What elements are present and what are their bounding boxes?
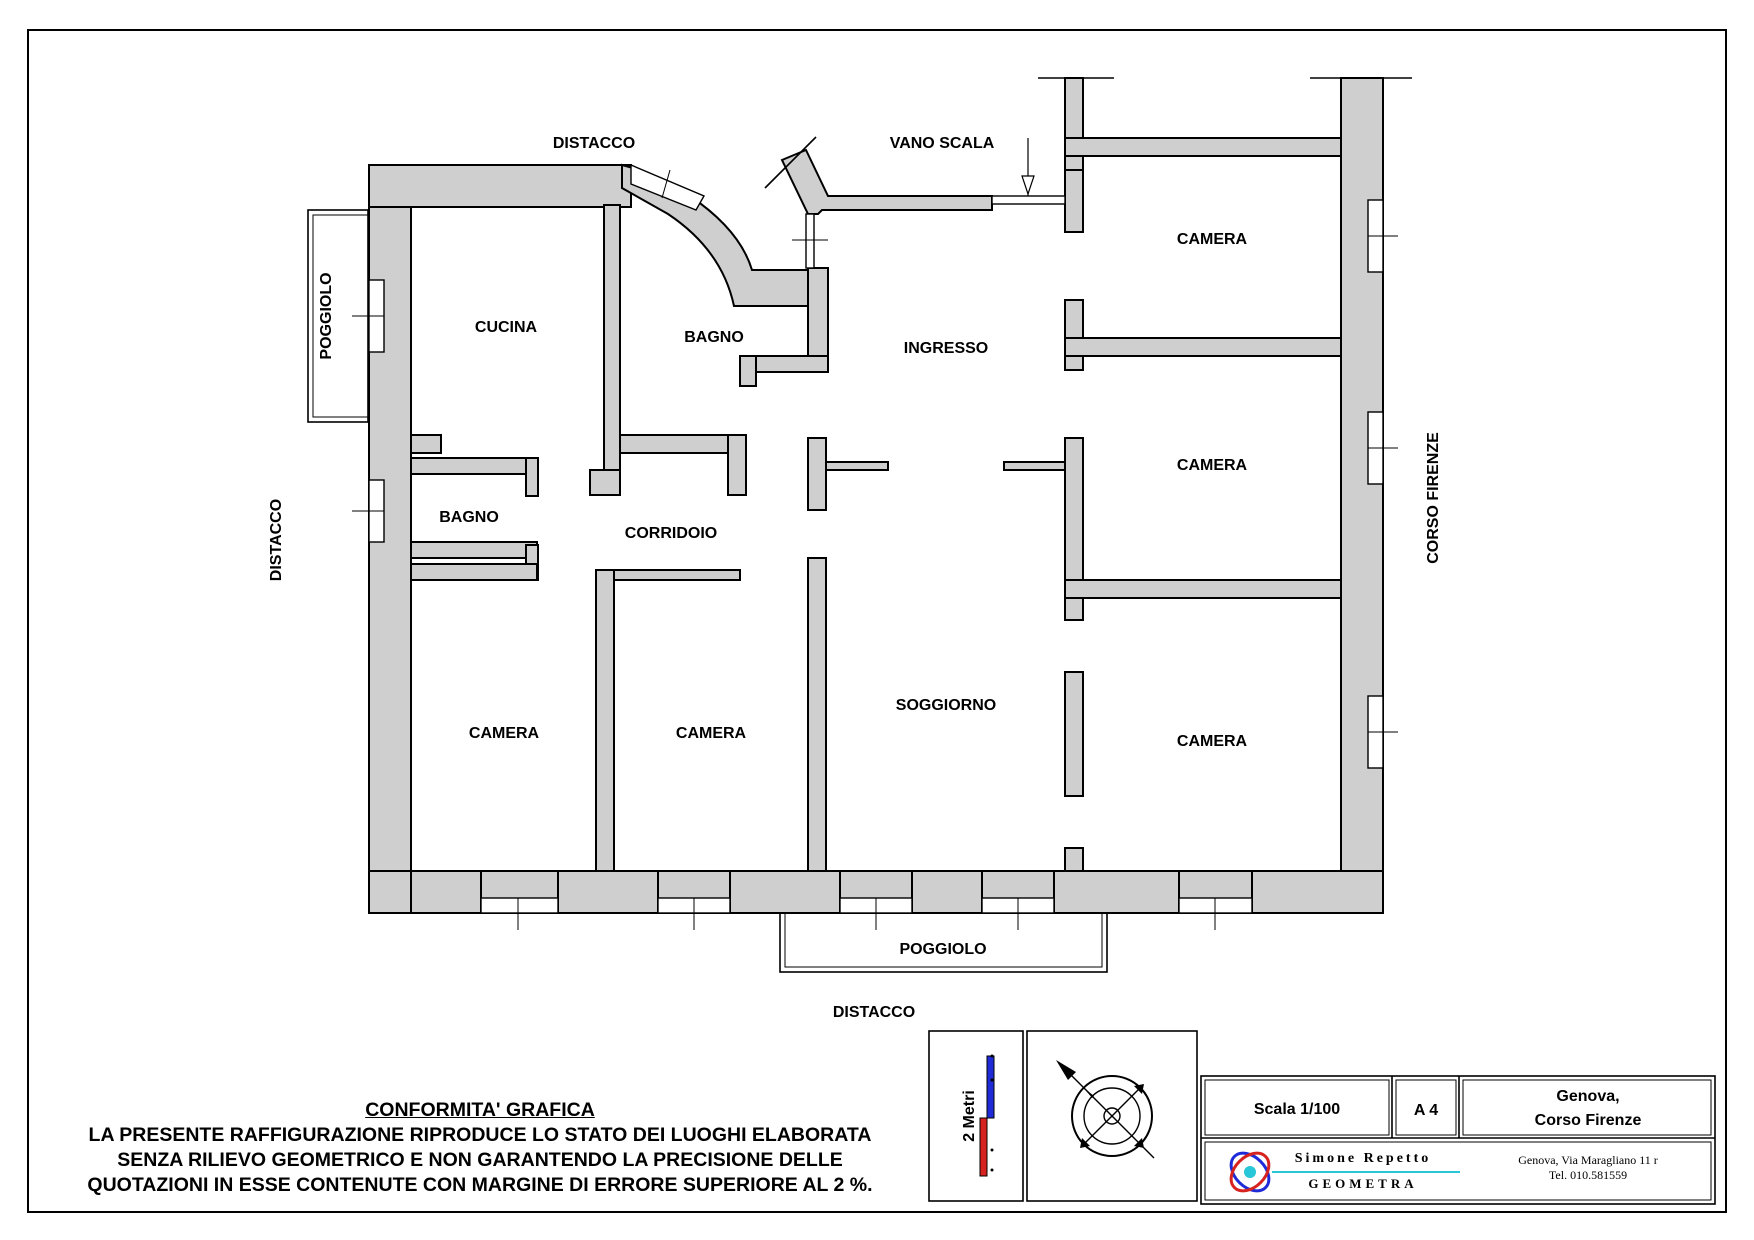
title-city: Genova, (1556, 1088, 1619, 1105)
walls (368, 77, 1384, 914)
room-label-corridoio: CORRIDOIO (625, 525, 717, 542)
label-vano-scala: VANO SCALA (890, 135, 995, 152)
compass-box (1026, 1030, 1198, 1202)
notes-title: CONFORMITA' GRAFICA (365, 1099, 595, 1121)
room-label-soggiorno: SOGGIORNO (896, 697, 996, 714)
notes-line-2: SENZA RILIEVO GEOMETRICO E NON GARANTEND… (117, 1149, 843, 1171)
label-corso-firenze: CORSO FIRENZE (1425, 432, 1442, 564)
label-distacco-top: DISTACCO (553, 135, 635, 152)
scale-bar-red (979, 1117, 988, 1177)
room-label-cucina: CUCINA (475, 319, 538, 336)
title-format: A 4 (1414, 1102, 1438, 1119)
room-label-ingresso: INGRESSO (904, 340, 988, 357)
windows-left (352, 279, 385, 543)
label-poggiolo-bottom: POGGIOLO (899, 941, 986, 958)
label-distacco-bottom: DISTACCO (833, 1004, 915, 1021)
firm-phone: Tel. 010.581559 (1549, 1168, 1627, 1182)
title-scale: Scala 1/100 (1254, 1101, 1340, 1118)
room-label-camera-bottom-right: CAMERA (1177, 733, 1248, 750)
label-poggiolo-left: POGGIOLO (318, 272, 335, 359)
compass-icon (1056, 1060, 1155, 1159)
page-frame (27, 29, 1727, 1213)
conformity-notes: CONFORMITA' GRAFICA LA PRESENTE RAFFIGUR… (80, 1098, 880, 1198)
scale-bar-label: 2 Metri (961, 1090, 978, 1142)
windows-right (1367, 199, 1398, 769)
windows-top (630, 77, 1412, 269)
firm-name: Simone Repetto (1295, 1151, 1432, 1166)
label-distacco-left: DISTACCO (268, 499, 285, 581)
windows-bottom (480, 897, 1253, 930)
room-label-camera-bottom-left: CAMERA (469, 725, 540, 742)
room-label-bagno-top: BAGNO (684, 329, 744, 346)
room-label-camera-mid-right: CAMERA (1177, 457, 1248, 474)
firm-role: GEOMETRA (1308, 1176, 1417, 1191)
notes-line-3: QUOTAZIONI IN ESSE CONTENUTE CON MARGINE… (87, 1174, 873, 1196)
title-street: Corso Firenze (1535, 1112, 1642, 1129)
title-block (1200, 1075, 1716, 1205)
room-label-bagno-left: BAGNO (439, 509, 499, 526)
room-label-camera-bottom-mid: CAMERA (676, 725, 747, 742)
firm-address: Genova, Via Maragliano 11 r (1518, 1153, 1658, 1167)
notes-line-1: LA PRESENTE RAFFIGURAZIONE RIPRODUCE LO … (88, 1124, 872, 1146)
firm-logo-icon (1229, 1151, 1460, 1193)
scale-bar-blue (986, 1055, 995, 1119)
room-label-camera-top-right: CAMERA (1177, 231, 1248, 248)
scale-bar-box (928, 1030, 1024, 1202)
